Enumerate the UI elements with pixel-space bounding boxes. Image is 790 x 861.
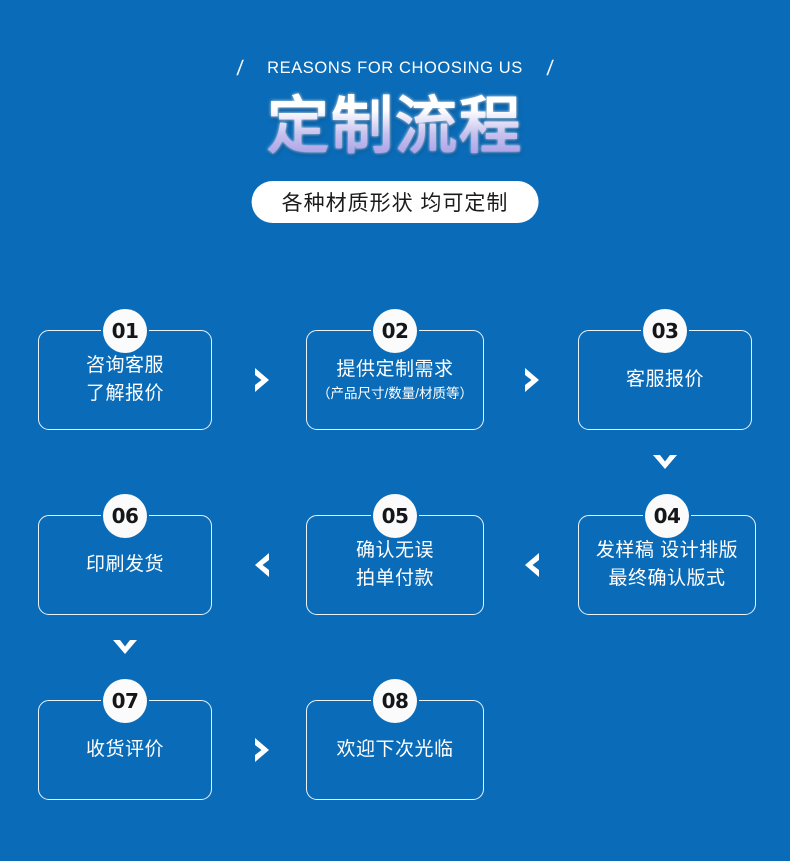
chevron-right-icon bbox=[247, 365, 277, 395]
step-number: 03 bbox=[651, 319, 679, 343]
flow-step-08[interactable]: 08 欢迎下次光临 bbox=[306, 679, 484, 800]
step-line: 收货评价 bbox=[85, 738, 164, 760]
header: / REASONS FOR CHOOSING US / 定制流程 定制流程 各种… bbox=[0, 0, 790, 250]
chevron-right-icon bbox=[517, 365, 547, 395]
step-body: 发样稿 设计排版 最终确认版式 bbox=[579, 516, 755, 614]
step-line: 最终确认版式 bbox=[608, 568, 726, 589]
step-number: 05 bbox=[381, 504, 409, 528]
subtitle-pill-label: 各种材质形状 均可定制 bbox=[281, 192, 509, 215]
step-badge: 04 bbox=[645, 494, 689, 538]
step-number: 07 bbox=[111, 689, 139, 713]
step-line: 客服报价 bbox=[625, 368, 704, 390]
step-line: 咨询客服 bbox=[85, 354, 164, 376]
step-body: 印刷发货 bbox=[39, 516, 211, 614]
eyebrow-text: REASONS FOR CHOOSING US bbox=[267, 59, 523, 77]
chevron-right-icon bbox=[247, 735, 277, 765]
step-body: 确认无误 拍单付款 bbox=[307, 516, 483, 614]
step-badge: 06 bbox=[103, 494, 147, 538]
step-line: 拍单付款 bbox=[355, 568, 434, 589]
step-body: 咨询客服 了解报价 bbox=[39, 331, 211, 429]
step-body: 欢迎下次光临 bbox=[307, 701, 483, 799]
flow-step-03[interactable]: 03 客服报价 bbox=[578, 309, 752, 430]
eyebrow-row: / REASONS FOR CHOOSING US / bbox=[0, 57, 790, 80]
chevron-down-icon bbox=[650, 447, 680, 477]
step-body: 客服报价 bbox=[579, 331, 751, 429]
step-number: 04 bbox=[653, 504, 681, 528]
step-number: 02 bbox=[381, 319, 409, 343]
step-badge: 03 bbox=[643, 309, 687, 353]
step-badge: 08 bbox=[373, 679, 417, 723]
step-badge: 07 bbox=[103, 679, 147, 723]
step-line: 发样稿 设计排版 bbox=[595, 539, 739, 561]
step-number: 01 bbox=[111, 319, 139, 343]
step-sub-line: （产品尺寸/数量/材质等） bbox=[316, 386, 473, 402]
step-line: 印刷发货 bbox=[85, 553, 164, 575]
flow-step-07[interactable]: 07 收货评价 bbox=[38, 679, 212, 800]
flow-step-01[interactable]: 01 咨询客服 了解报价 bbox=[38, 309, 212, 430]
step-line: 提供定制需求 bbox=[336, 359, 454, 381]
chevron-left-icon bbox=[247, 550, 277, 580]
step-badge: 01 bbox=[103, 309, 147, 353]
flow-step-02[interactable]: 02 提供定制需求 （产品尺寸/数量/材质等） bbox=[306, 309, 484, 430]
step-badge: 05 bbox=[373, 494, 417, 538]
subtitle-pill: 各种材质形状 均可定制 bbox=[251, 181, 539, 223]
step-line: 确认无误 bbox=[355, 539, 434, 561]
flow-step-05[interactable]: 05 确认无误 拍单付款 bbox=[306, 494, 484, 615]
chevron-left-icon bbox=[517, 550, 547, 580]
flow-step-04[interactable]: 04 发样稿 设计排版 最终确认版式 bbox=[578, 494, 756, 615]
step-badge: 02 bbox=[373, 309, 417, 353]
page-title: 定制流程 bbox=[0, 93, 790, 158]
step-number: 08 bbox=[381, 689, 409, 713]
flow-step-06[interactable]: 06 印刷发货 bbox=[38, 494, 212, 615]
step-body: 提供定制需求 （产品尺寸/数量/材质等） bbox=[307, 331, 483, 429]
step-line: 了解报价 bbox=[85, 383, 164, 404]
step-number: 06 bbox=[111, 504, 139, 528]
step-body: 收货评价 bbox=[39, 701, 211, 799]
step-line: 欢迎下次光临 bbox=[336, 738, 454, 760]
chevron-down-icon bbox=[110, 632, 140, 662]
